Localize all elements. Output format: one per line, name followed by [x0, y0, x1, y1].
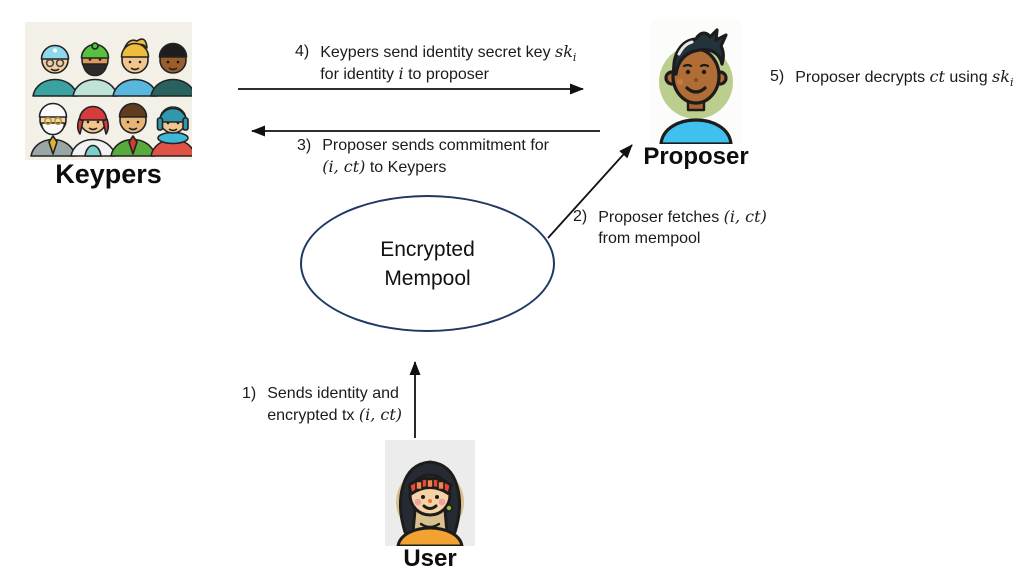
math-sub-i: i [1009, 76, 1014, 90]
user-avatar-icon [385, 440, 475, 546]
step2-label: 2) Proposer fetches (i, ct) from mempool [573, 207, 767, 247]
step2-number: 2) [573, 208, 588, 225]
math-ct: ct [929, 67, 945, 86]
math-i-ct: (i, ct) [322, 157, 366, 176]
user-label: User [403, 545, 457, 572]
step5-label: 5) Proposer decrypts ct using ski [770, 67, 1014, 90]
step4-number: 4) [295, 43, 310, 60]
math-sk: sk [992, 67, 1010, 86]
keypers-illustration-icon [25, 22, 192, 160]
math-i-ct: (i, ct) [723, 207, 767, 226]
step4-label: 4) Keypers send identity secret key ski … [295, 42, 577, 83]
mempool-label-line2: Mempool [384, 266, 471, 290]
proposer-label: Proposer [643, 143, 749, 170]
math-i-ct: (i, ct) [358, 405, 403, 424]
mempool-label-line1: Encrypted [380, 237, 475, 261]
proposer-avatar-icon [651, 20, 741, 144]
encrypted-mempool-node: Encrypted Mempool [300, 195, 555, 332]
step1-number: 1) [242, 385, 257, 402]
math-i: i [398, 64, 404, 83]
step3-label: 3) Proposer sends commitment for (i, ct)… [297, 137, 549, 176]
step3-number: 3) [297, 137, 312, 154]
math-sub-i: i [572, 51, 577, 65]
step1-label: 1) Sends identity and encrypted tx (i, c… [242, 385, 403, 424]
keypers-label: Keypers [55, 159, 162, 189]
step5-number: 5) [770, 68, 785, 85]
math-sk: sk [555, 42, 573, 61]
